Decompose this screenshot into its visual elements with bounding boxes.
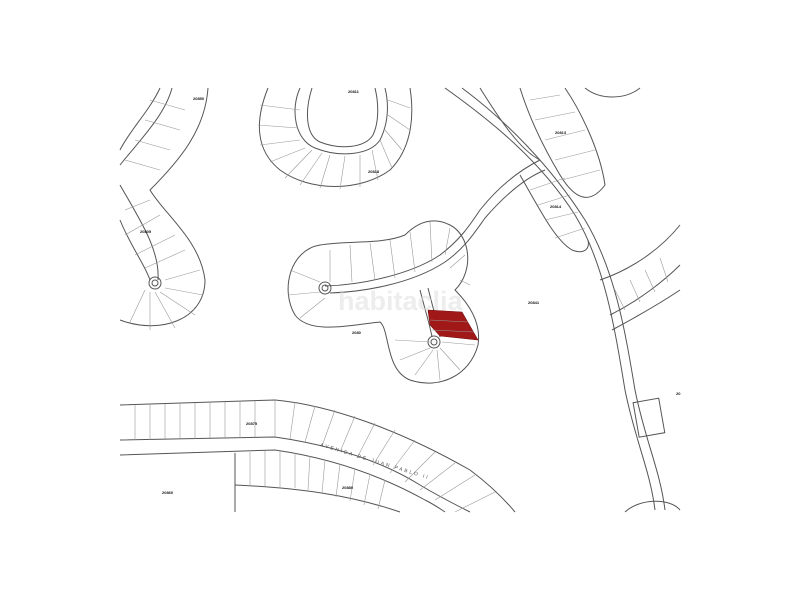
parcel-label: 20860 bbox=[162, 490, 174, 495]
map-linework bbox=[119, 87, 681, 513]
parcel-label: 20875 bbox=[246, 421, 258, 426]
parcel-label: 20841 bbox=[528, 300, 540, 305]
parcel-label: 20850 bbox=[193, 96, 205, 101]
parcel-label: 20813 bbox=[555, 130, 567, 135]
parcel-label: 20818 bbox=[368, 169, 380, 174]
parcel-label: 20805 bbox=[140, 229, 152, 234]
parcel-label: 20880 bbox=[342, 485, 354, 490]
parcel-label: 20811 bbox=[348, 89, 360, 94]
highlighted-parcel[interactable] bbox=[427, 309, 479, 341]
parcel-label: 20814 bbox=[550, 204, 562, 209]
parcel-labels: 20850 20811 20818 20805 20813 20814 2080… bbox=[140, 89, 681, 495]
parcel-label: 20 bbox=[676, 391, 681, 396]
watermark-logo: habitaclia bbox=[338, 286, 464, 316]
street-name-label: AVENIDA DE JUAN PABLO II bbox=[319, 442, 430, 481]
parcel-label: 2080 bbox=[352, 330, 362, 335]
